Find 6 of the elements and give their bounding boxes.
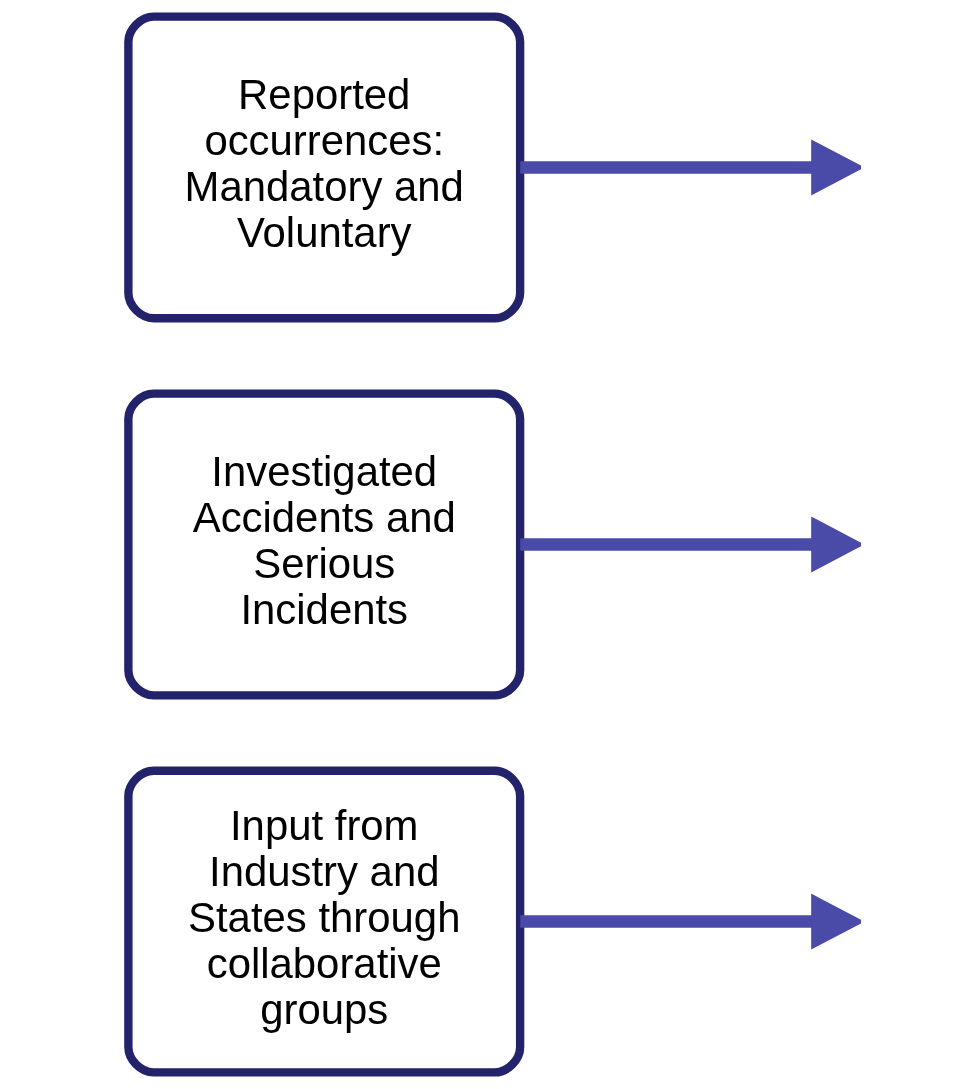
arrow bbox=[519, 893, 861, 950]
node-box: Input from Industry and States through collaborative groups bbox=[123, 766, 524, 1077]
node-box: Investigated Accidents and Serious Incidents bbox=[123, 389, 524, 700]
node-box: Reported occurrences: Mandatory and Voluntary bbox=[123, 12, 524, 323]
arrow bbox=[519, 516, 861, 573]
arrow bbox=[519, 139, 861, 196]
